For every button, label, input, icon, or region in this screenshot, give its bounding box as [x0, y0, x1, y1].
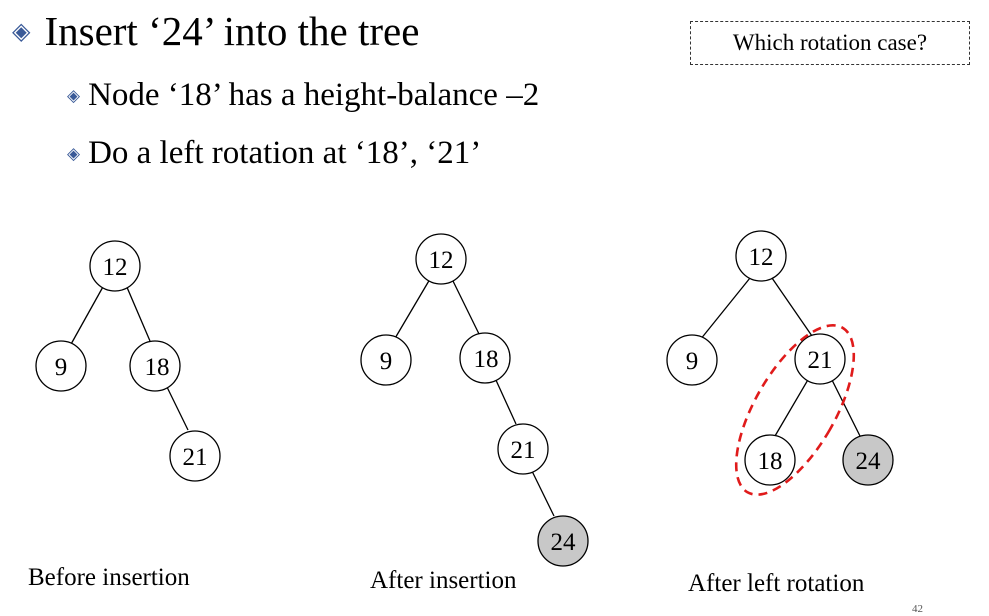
node-9	[35, 340, 87, 392]
rotation-highlight-ellipse	[734, 324, 856, 496]
label-12: 12	[103, 254, 128, 281]
bullet-sub-2: ◈ Do a left rotation at ‘18’, ‘21’	[67, 135, 481, 172]
edge-12-9	[699, 277, 751, 341]
label-21: 21	[511, 437, 536, 464]
tree-before-insertion	[35, 240, 221, 482]
edge-21-24	[529, 466, 555, 517]
node-12	[89, 240, 141, 292]
node-24	[537, 515, 589, 567]
callout-text: Which rotation case?	[732, 30, 928, 55]
edge-12-18	[451, 278, 481, 337]
label-24: 24	[551, 529, 577, 556]
label-18: 18	[145, 354, 170, 381]
diamond-bullet-icon: ◈	[67, 85, 81, 105]
label-12: 12	[429, 247, 454, 274]
diamond-bullet-icon: ◈	[12, 18, 31, 45]
node-12	[415, 233, 467, 285]
tree-after-insertion	[360, 233, 589, 567]
node-18	[744, 434, 796, 486]
edge-12-21	[771, 277, 813, 337]
bullet-sub-1: ◈ Node ‘18’ has a height-balance –2	[67, 77, 539, 114]
node-18	[129, 340, 181, 392]
node-18	[459, 332, 511, 384]
label-9: 9	[380, 348, 393, 375]
edge-18-21	[494, 377, 517, 425]
label-18: 18	[474, 346, 499, 373]
edge-12-9	[393, 278, 431, 341]
edge-18-21	[165, 384, 189, 431]
bullet-main: ◈ Insert ‘24’ into the tree	[12, 7, 419, 55]
tree-after-left-rotation	[666, 230, 894, 486]
label-9: 9	[55, 354, 68, 381]
rotation-case-callout: Which rotation case?	[690, 21, 970, 65]
node-21	[169, 430, 221, 482]
node-21	[497, 423, 549, 475]
caption-before-insertion: Before insertion	[28, 564, 190, 591]
node-9	[666, 334, 718, 386]
edge-21-24	[830, 377, 861, 437]
diamond-bullet-icon: ◈	[67, 143, 81, 163]
label-24: 24	[856, 448, 882, 475]
bullet-main-text: Insert ‘24’ into the tree	[44, 8, 420, 54]
edge-12-18	[125, 284, 151, 342]
node-9	[360, 334, 412, 386]
bullet-sub-2-text: Do a left rotation at ‘18’, ‘21’	[88, 135, 482, 171]
label-9: 9	[686, 348, 699, 375]
label-21: 21	[808, 347, 833, 374]
caption-after-insertion: After insertion	[370, 567, 517, 594]
caption-after-left-rotation: After left rotation	[688, 570, 865, 597]
node-12	[735, 230, 787, 282]
node-24	[842, 434, 894, 486]
bullet-sub-1-text: Node ‘18’ has a height-balance –2	[88, 77, 540, 113]
edge-12-9	[69, 284, 105, 347]
edge-21-18	[774, 377, 810, 437]
label-18: 18	[758, 448, 783, 475]
label-12: 12	[749, 244, 774, 271]
node-21	[794, 333, 846, 385]
page-number: 42	[912, 603, 923, 615]
label-21: 21	[183, 444, 208, 471]
